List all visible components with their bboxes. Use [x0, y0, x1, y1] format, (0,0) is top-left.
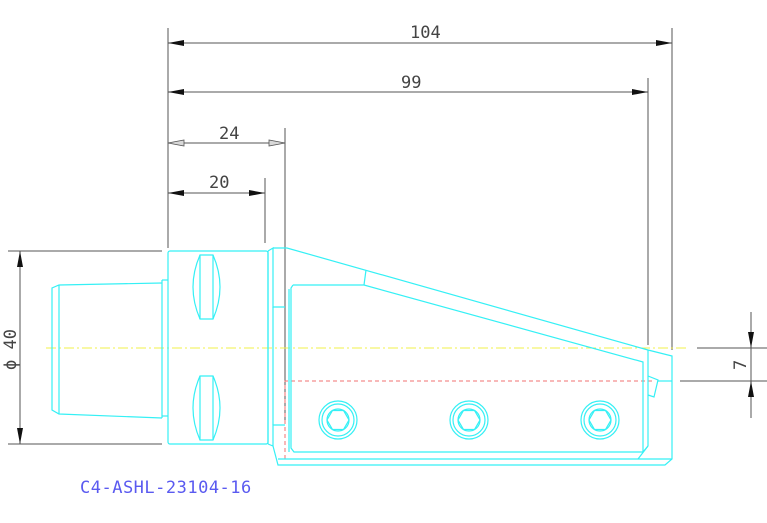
flange	[267, 246, 285, 447]
screw-2	[449, 400, 489, 440]
dimension-24-text: 24	[219, 124, 239, 144]
part-outline	[51, 246, 673, 466]
dimension-104: 104	[167, 23, 673, 350]
screw-1	[318, 400, 358, 440]
dimension-diameter-40: ϕ 40	[1, 250, 162, 445]
dimension-104-text: 104	[410, 23, 441, 43]
dimension-20-text: 20	[209, 173, 229, 193]
hidden-line	[284, 380, 655, 459]
dimension-7-text: 7	[731, 360, 751, 370]
screw-3	[580, 400, 620, 440]
dimension-24: 24	[167, 124, 286, 420]
dimension-7: 7	[680, 312, 767, 418]
part-number-label: C4-ASHL-23104-16	[80, 478, 252, 498]
holder-body	[272, 247, 673, 466]
dimension-99-text: 99	[401, 73, 421, 93]
dimension-diameter-text: ϕ 40	[1, 329, 21, 370]
tapered-shank	[51, 279, 168, 419]
keyway-bottom	[192, 375, 221, 441]
dimension-99: 99	[168, 73, 649, 345]
keyway-top	[192, 254, 221, 320]
dimension-20: 20	[168, 173, 266, 243]
